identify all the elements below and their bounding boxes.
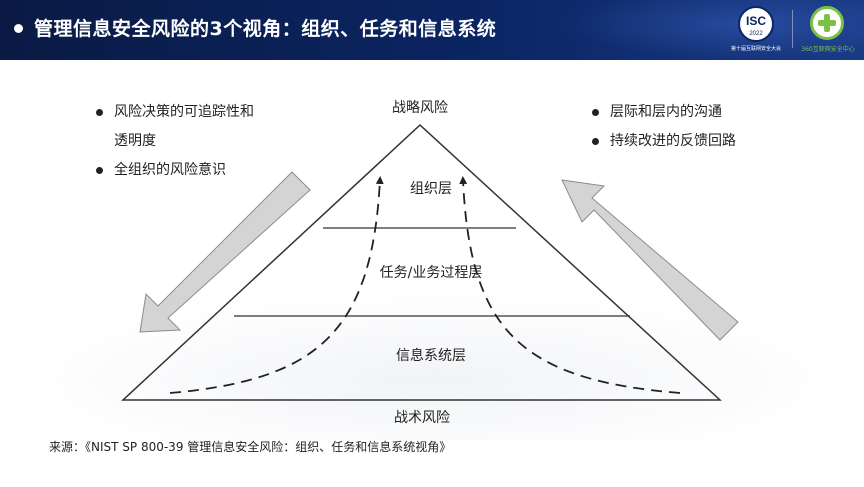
list-item-text: 层际和层内的沟通	[610, 104, 722, 120]
bullet-dot-icon	[96, 109, 103, 116]
isc-caption: 第十届互联网安全大会	[730, 46, 781, 52]
isc-badge-text: ISC	[745, 14, 766, 28]
left-flow-arrow-icon	[139, 171, 311, 333]
logo-divider	[792, 10, 793, 48]
pyramid-top-label: 战略风险	[392, 100, 448, 116]
list-item: 全组织的风险意识	[96, 159, 254, 188]
list-item: 风险决策的可追踪性和	[96, 101, 254, 130]
bullet-dot-icon	[592, 109, 599, 116]
360-caption: 360互联网安全中心	[801, 46, 855, 53]
tier-label-mission: 任务/业务过程层	[380, 265, 483, 281]
list-item: 持续改进的反馈回路	[592, 130, 736, 159]
bullet-dot-icon	[592, 138, 599, 145]
list-item: 层际和层内的沟通	[592, 101, 736, 130]
360-cross-bar	[818, 20, 836, 26]
right-dashed-curve-arrow	[459, 176, 681, 394]
list-item-text: 透明度	[114, 133, 156, 149]
list-item-continuation: 透明度	[96, 130, 254, 159]
source-citation: 来源：《NIST SP 800-39 管理信息安全风险：组织、任务和信息系统视角…	[49, 440, 452, 454]
tier-label-information-system: 信息系统层	[396, 347, 466, 364]
right-flow-arrow-icon	[561, 179, 739, 341]
bullet-dot-icon	[96, 167, 103, 174]
list-item-text: 持续改进的反馈回路	[610, 133, 736, 149]
isc-badge-icon: ISC 2022	[738, 6, 774, 42]
360-logo: 360互联网安全中心	[798, 6, 858, 56]
pyramid-outline	[121, 123, 722, 401]
list-item-text: 风险决策的可追踪性和	[114, 104, 254, 120]
header-bar: 管理信息安全风险的3个视角：组织、任务和信息系统 ISC 2022 第十届互联网…	[0, 0, 864, 60]
tier-label-organization: 组织层	[410, 181, 452, 197]
right-bullet-list: 层际和层内的沟通 持续改进的反馈回路	[592, 101, 736, 159]
list-item-text: 全组织的风险意识	[114, 162, 226, 178]
left-dashed-curve-arrow	[169, 176, 384, 394]
isc-badge-year: 2022	[749, 31, 763, 37]
isc-logo: ISC 2022 第十届互联网安全大会	[728, 6, 784, 56]
title-bullet-icon	[14, 24, 23, 33]
slide-title: 管理信息安全风险的3个视角：组织、任务和信息系统	[34, 18, 497, 40]
pyramid-bottom-label: 战术风险	[394, 410, 450, 426]
left-bullet-list: 风险决策的可追踪性和 透明度 全组织的风险意识	[96, 101, 254, 188]
